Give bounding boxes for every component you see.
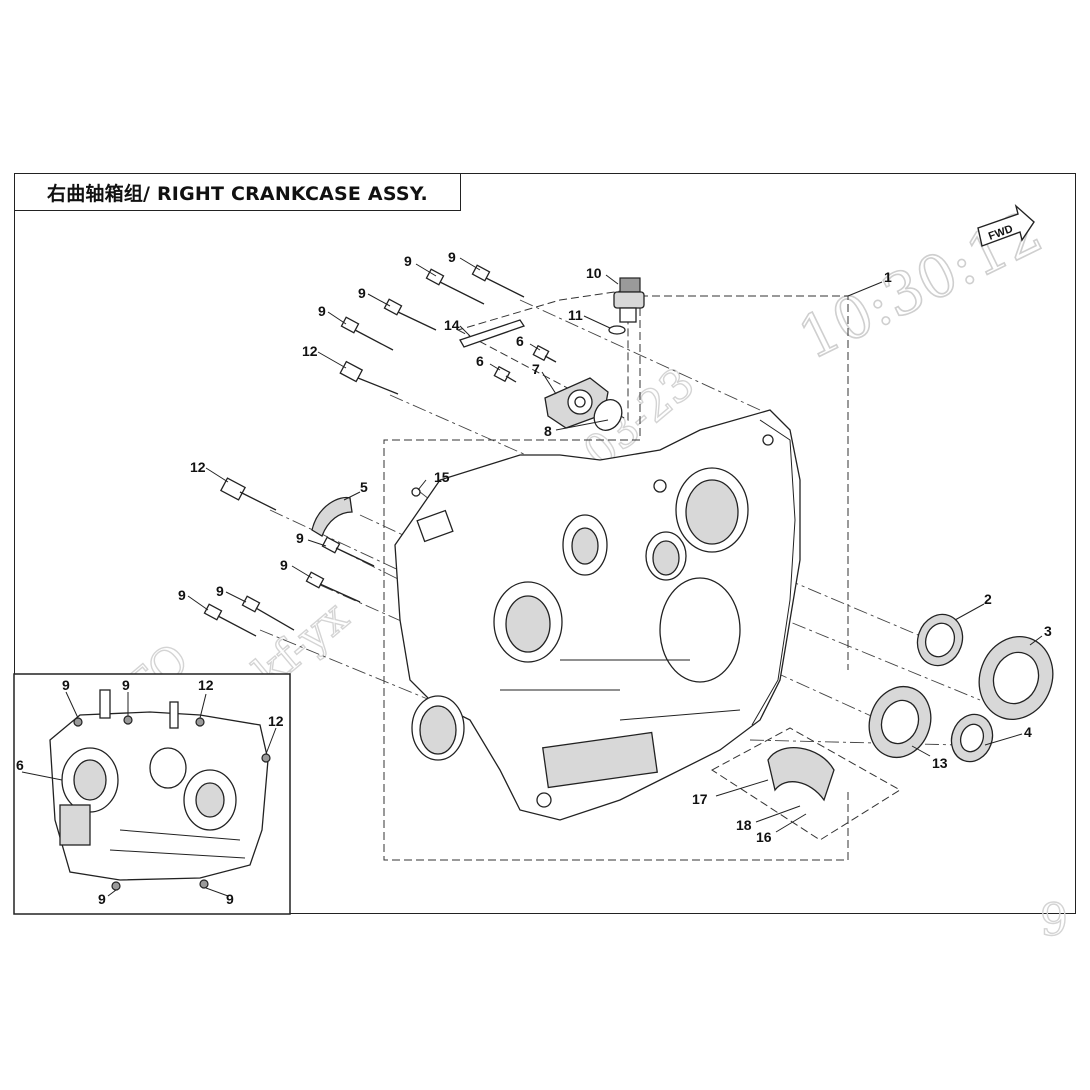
bearing-3 <box>978 636 1054 720</box>
leader-lines <box>187 257 1043 833</box>
bolt-9-a <box>471 264 525 298</box>
large-bore-upper <box>675 467 749 553</box>
callout-5: 5 <box>360 479 368 495</box>
callout-15: 15 <box>434 469 450 485</box>
sensor-10 <box>613 277 645 323</box>
bore-mid <box>645 531 687 581</box>
bolt-6-b <box>493 365 517 383</box>
callout-labels: 1 2 3 4 5 6 6 7 8 9 9 9 9 9 9 9 9 10 11 … <box>178 249 1052 845</box>
bore-lower-left <box>411 695 465 761</box>
callout-16: 16 <box>756 829 772 845</box>
bearing-4 <box>950 713 994 763</box>
callout-3: 3 <box>1044 623 1052 639</box>
callout-4: 4 <box>1024 724 1032 740</box>
callout-18: 18 <box>736 817 752 833</box>
bore-crank <box>493 581 563 663</box>
inset-assembled-view: 9 9 12 12 6 9 9 <box>13 673 291 915</box>
callout-1: 1 <box>884 269 892 285</box>
watermark-corner: 9 <box>1040 895 1068 946</box>
callout-9-mid: 9 <box>358 285 366 301</box>
bolt-12-b <box>220 477 277 511</box>
fwd-arrow-icon: FWD <box>977 203 1035 247</box>
callout-9-lower: 9 <box>280 557 288 573</box>
bushing-17 <box>767 747 835 802</box>
callout-7: 7 <box>532 361 540 377</box>
callout-8: 8 <box>544 423 552 439</box>
callout-6-upper: 6 <box>516 333 524 349</box>
callout-10: 10 <box>586 265 602 281</box>
seal-2 <box>916 613 964 667</box>
diagram-frame <box>14 173 1076 914</box>
callout-11: 11 <box>568 307 583 323</box>
bolt-6-a <box>532 344 557 363</box>
washer-11 <box>608 325 626 335</box>
large-bore-lower <box>659 577 741 683</box>
small-parts <box>311 277 645 537</box>
bolt-9-f <box>305 571 361 603</box>
bolt-9-c <box>383 298 437 331</box>
inset-callout-12-top: 12 <box>198 677 214 693</box>
bore-upper-left <box>562 514 608 576</box>
plate-14 <box>459 319 526 348</box>
callout-17: 17 <box>692 791 708 807</box>
callout-2: 2 <box>984 591 992 607</box>
callout-12-lower: 12 <box>190 459 206 475</box>
inset-callout-9-mid: 9 <box>122 677 130 693</box>
callout-9-bracket: 9 <box>296 530 304 546</box>
callout-9-left: 9 <box>318 303 326 319</box>
inset-callout-6: 6 <box>16 757 24 773</box>
callout-12-upper: 12 <box>302 343 318 359</box>
bolt-9-g <box>241 595 295 631</box>
callout-9-top-right: 9 <box>448 249 456 265</box>
callout-14: 14 <box>444 317 460 333</box>
bearing-13 <box>868 685 932 759</box>
bearing-parts <box>767 613 1054 802</box>
bracket-5 <box>311 496 353 537</box>
bolt-12-a <box>339 360 399 395</box>
inset-callout-9-bottom-left: 9 <box>98 891 106 907</box>
diagram-title: 右曲轴箱组/ RIGHT CRANKCASE ASSY. <box>47 182 428 205</box>
inset-callout-12-right: 12 <box>268 713 284 729</box>
inset-callout-9-left: 9 <box>62 677 70 693</box>
title-box: 右曲轴箱组/ RIGHT CRANKCASE ASSY. <box>14 173 461 211</box>
cover-7 <box>544 377 609 429</box>
right-crankcase-1 <box>394 409 801 821</box>
bolt-9-e <box>321 536 375 567</box>
callout-9-bottom-right: 9 <box>216 583 224 599</box>
callout-13: 13 <box>932 755 948 771</box>
callout-9-top-left: 9 <box>404 253 412 269</box>
inset-callout-9-bottom-right: 9 <box>226 891 234 907</box>
bolt-9-h <box>203 603 257 637</box>
bolt-9-d <box>340 316 394 351</box>
callout-6-lower: 6 <box>476 353 484 369</box>
callout-9-bottom-left: 9 <box>178 587 186 603</box>
o-ring-8 <box>593 399 623 431</box>
